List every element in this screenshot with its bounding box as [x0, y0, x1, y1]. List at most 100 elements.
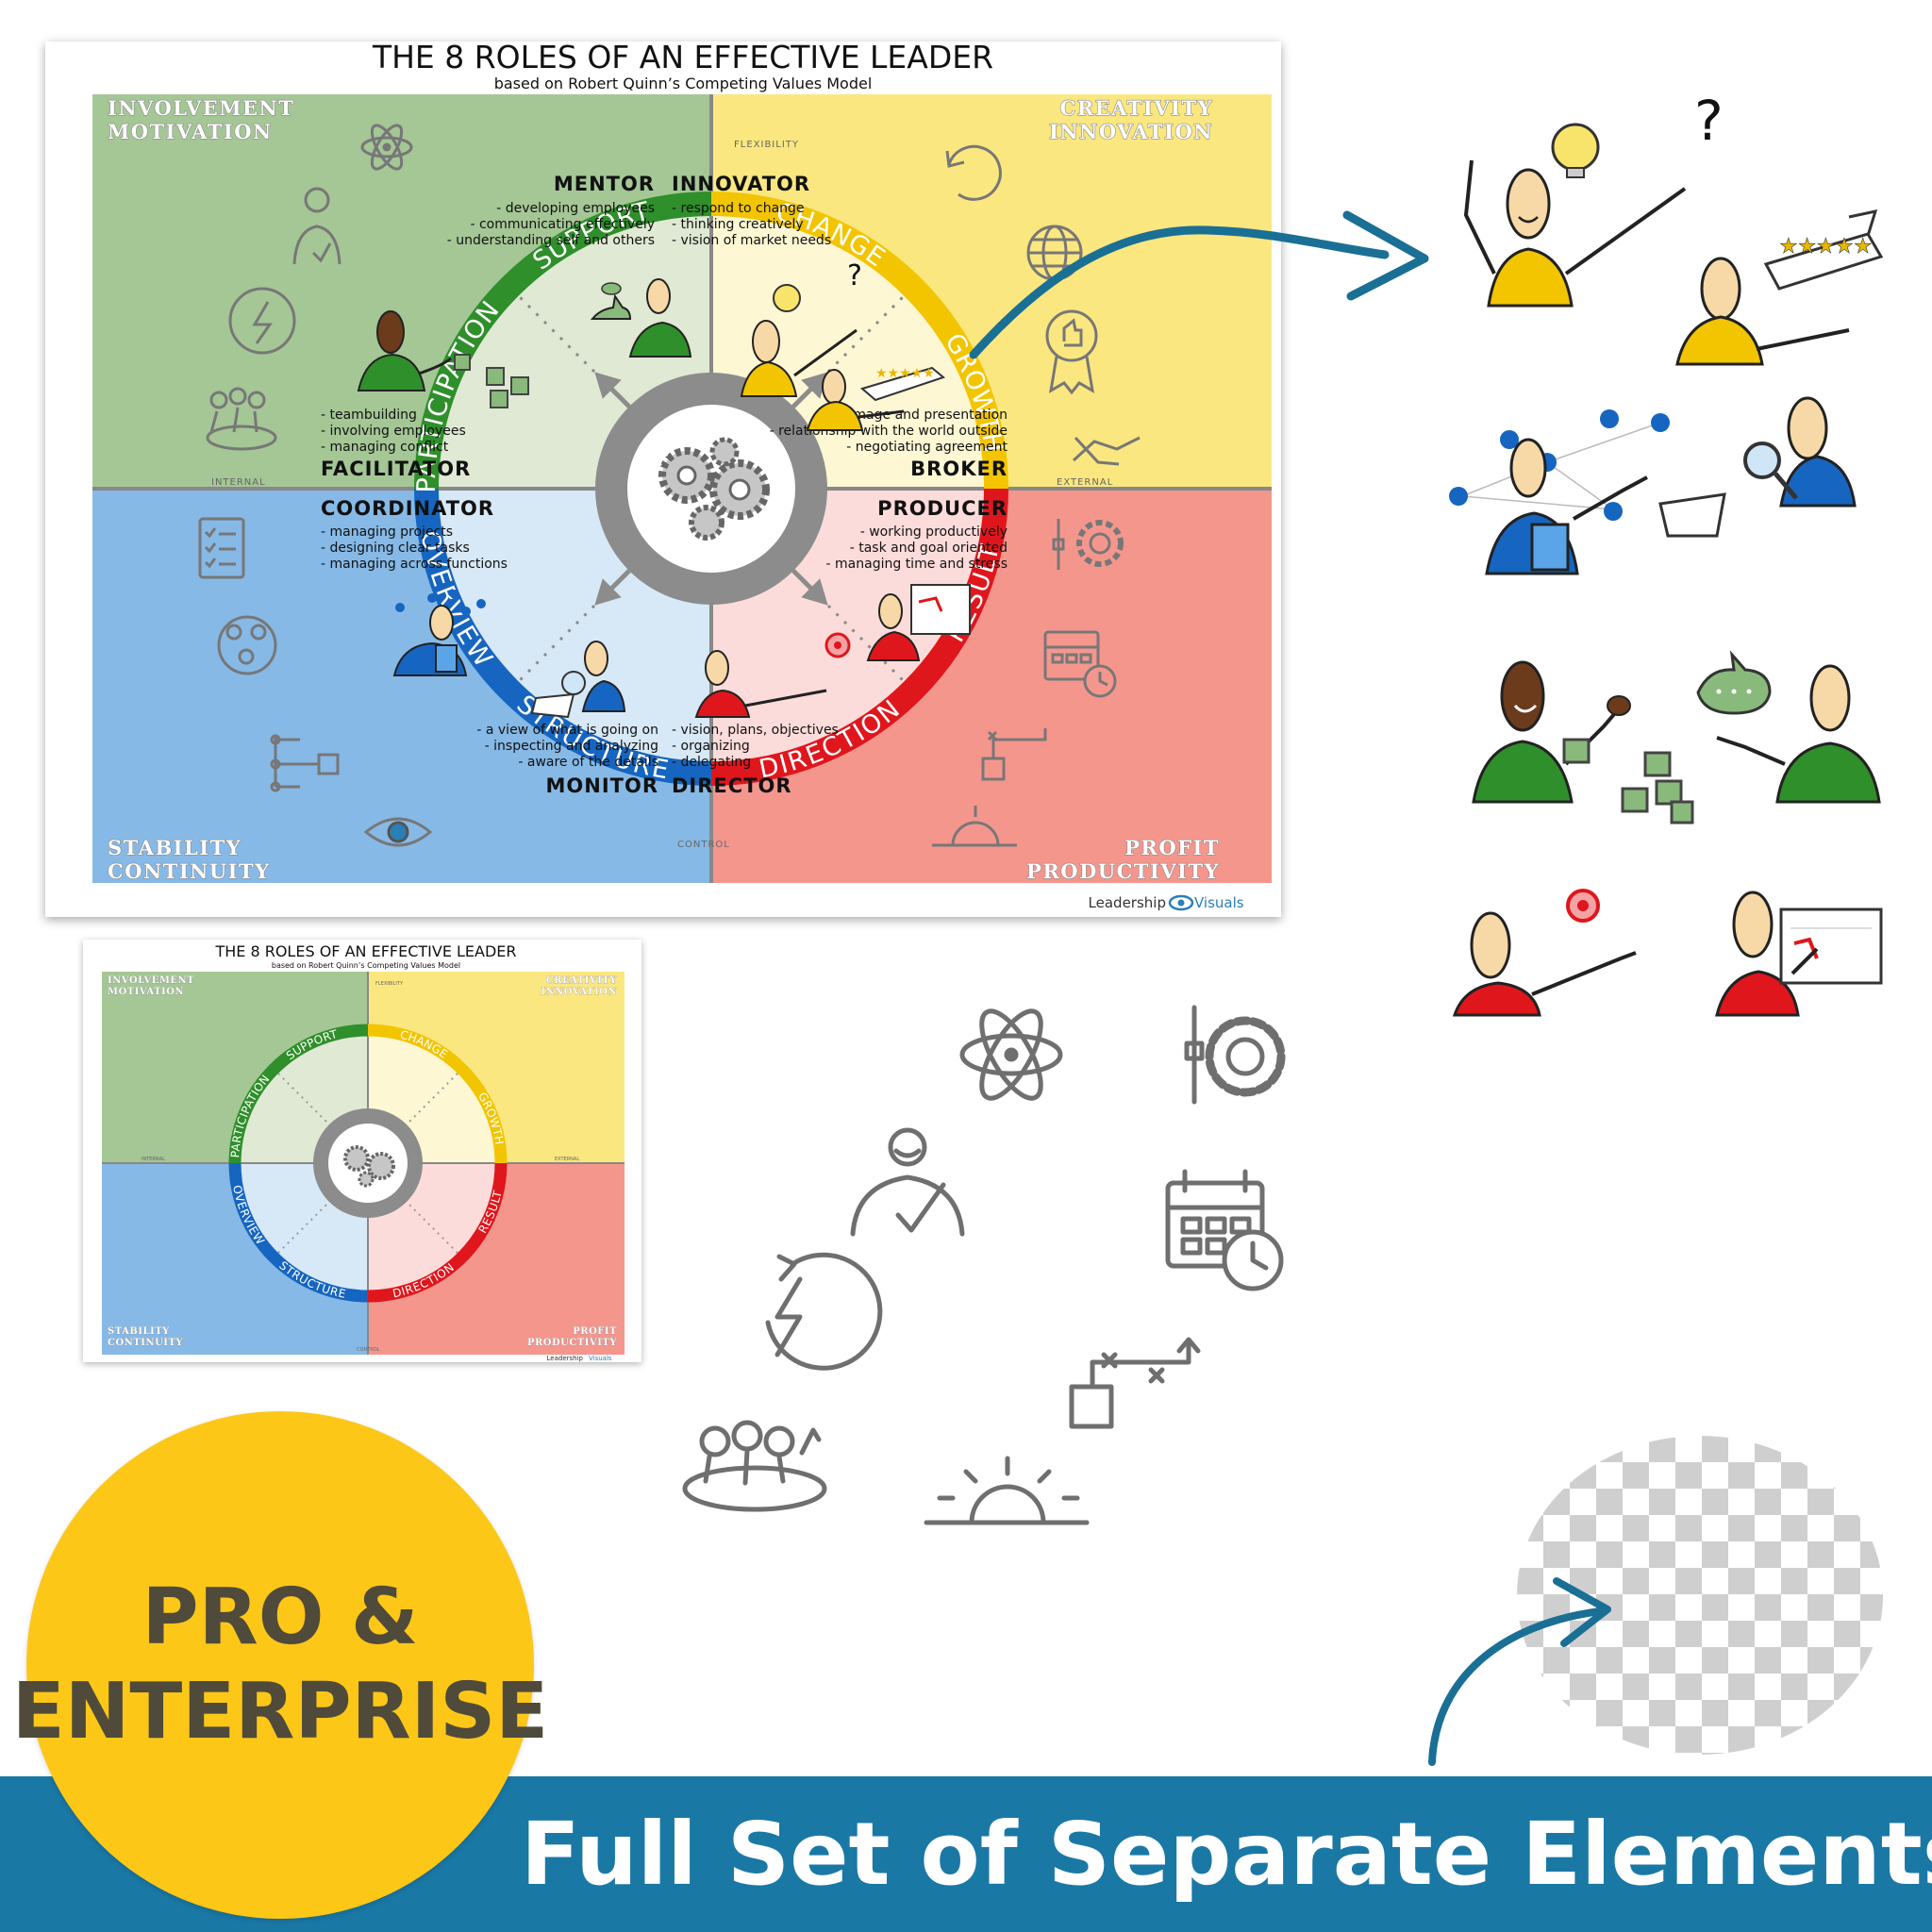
mentor-person-illustration [590, 278, 692, 358]
facilitator-point: - teambuilding [321, 408, 417, 423]
calendar-clock-icon [1043, 630, 1117, 698]
lightning-cycle-icon [228, 287, 296, 355]
hub-arrows [594, 372, 828, 606]
badge-line1: PRO & [142, 1573, 419, 1662]
mini-corner-top-right-2: INNOVATION [541, 987, 617, 997]
monitor-person-illustration [530, 641, 626, 719]
badge-line2: ENTERPRISE [11, 1667, 549, 1757]
mini-poster-subtitle: based on Robert Quinn’s Competing Values… [272, 961, 460, 970]
poster-title: THE 8 ROLES OF AN EFFECTIVE LEADER [372, 42, 993, 75]
mini-corner-bottom-left-2: CONTINUITY [108, 1338, 183, 1348]
mentor-point: - understanding self and others [447, 233, 655, 248]
facilitator-point: - managing conflict [321, 440, 449, 455]
monitor-point: - inspecting and analyzing [485, 739, 658, 754]
innovator-point: - thinking creatively [672, 217, 804, 232]
axis-label-left: INTERNAL [211, 477, 266, 488]
poster-canvas: PARTICIPATION SUPPORT CHANGE GROWTH OVER… [92, 42, 1272, 911]
icons-panel [660, 981, 1358, 1547]
checklist-icon [198, 517, 245, 579]
strategy-play-icon [981, 728, 1047, 781]
corner-bottom-right-line2: PRODUCTIVITY [1026, 859, 1220, 883]
mini-axis-top: FLEXIBILITY [375, 981, 404, 987]
brand-leadership: Leadership [1089, 894, 1166, 911]
producer-point: - working productively [860, 525, 1008, 540]
arrow-to-checker [1415, 1557, 1660, 1783]
director-point: - organizing [672, 739, 750, 754]
innovator-person-illustration: ? [740, 259, 862, 397]
axis-label-right: EXTERNAL [1057, 477, 1113, 488]
mini-corner-bottom-right-2: PRODUCTIVITY [527, 1338, 617, 1348]
broker-figure: ★★★★★ [1675, 208, 1884, 366]
mini-corner-bottom-right-1: PROFIT [573, 1326, 617, 1337]
center-hub: APPLY ROLE NEEDED [595, 373, 827, 605]
mentor-figure [1696, 650, 1881, 804]
broker-point: - image and presentation [841, 408, 1008, 423]
mini-brand-visuals: Visuals [589, 1355, 612, 1362]
ring-red [710, 488, 1008, 786]
axis-label-bottom: CONTROL [677, 840, 730, 850]
producer-point: - task and goal oriented [850, 541, 1008, 556]
atom-icon [959, 1008, 1063, 1101]
corner-top-left-line1: INVOLVEMENT [108, 96, 294, 120]
corner-bottom-left-line1: STABILITY [108, 836, 242, 859]
curved-arrow-icon [969, 210, 1429, 359]
role-title-mentor: MENTOR [554, 173, 655, 195]
main-poster: PARTICIPATION SUPPORT CHANGE GROWTH OVER… [45, 42, 1281, 917]
producer-point: - managing time and stress [826, 557, 1008, 572]
calendar-clock-icon [1165, 1169, 1284, 1291]
footer-headline: Full Set of Separate Elements [521, 1804, 1932, 1905]
innovator-figure: ? [1463, 89, 1724, 308]
arrow-to-figures [962, 132, 1453, 368]
mini-corner-top-left-1: INVOLVEMENT [108, 975, 194, 986]
producer-person-illustration [866, 584, 971, 661]
mini-axis-left: INTERNAL [142, 1157, 165, 1162]
mini-poster-title: THE 8 ROLES OF AN EFFECTIVE LEADER [214, 942, 516, 960]
corner-top-right-line1: CREATIVITY [1059, 96, 1213, 120]
director-point: - delegating [672, 755, 751, 770]
mini-corner-top-left-2: MOTIVATION [108, 987, 184, 997]
mini-axis-bottom: CONTROL [357, 1347, 380, 1353]
mini-poster-canvas: PARTICIPATION SUPPORT CHANGE GROWTH OVER… [102, 942, 625, 1362]
coordinator-point: - designing clear tasks [321, 541, 470, 556]
mini-axis-right: EXTERNAL [555, 1157, 579, 1162]
producer-figure [1715, 891, 1883, 1017]
mini-center-hub [313, 1108, 423, 1218]
coordinator-figure [1449, 409, 1670, 575]
role-title-facilitator: FACILITATOR [321, 458, 471, 480]
monitor-point: - a view of what is going on [476, 723, 658, 738]
team-icon [206, 387, 277, 451]
mini-brand-leadership: Leadership [547, 1355, 584, 1362]
coordinator-point: - managing projects [321, 525, 453, 540]
mini-poster: PARTICIPATION SUPPORT CHANGE GROWTH OVER… [83, 940, 641, 1362]
innovator-point: - respond to change [672, 201, 805, 216]
monitor-figure [1658, 396, 1857, 538]
axis-label-top: FLEXIBILITY [734, 140, 799, 150]
ring-blue [414, 488, 712, 786]
strategy-play-icon [1069, 1337, 1201, 1429]
settings-slider-icon [1052, 519, 1124, 570]
corner-top-left-line2: MOTIVATION [108, 120, 273, 143]
svg-text:★★★★★: ★★★★★ [875, 366, 935, 381]
corner-bottom-left-line2: CONTINUITY [108, 859, 271, 883]
ring-green [414, 192, 712, 490]
mini-corner-bottom-left-1: STABILITY [108, 1326, 170, 1337]
role-title-broker: BROKER [910, 458, 1008, 480]
person-check-icon [850, 1127, 965, 1237]
hierarchy-icon [270, 734, 340, 792]
role-title-director: DIRECTOR [672, 774, 792, 797]
sunrise-icon [932, 806, 1017, 847]
curved-arrow-icon [1428, 1577, 1611, 1766]
gears-icon [658, 437, 770, 541]
coordinator-point: - managing across functions [321, 557, 508, 572]
facilitator-person-illustration [357, 310, 529, 408]
sunrise-icon [924, 1456, 1090, 1525]
corner-top-right-line2: INNOVATION [1049, 120, 1213, 143]
director-point: - vision, plans, objectives [672, 723, 839, 738]
role-title-monitor: MONITOR [546, 774, 659, 797]
refresh-cycle-icon [945, 144, 1002, 201]
handshake-icon [1072, 436, 1141, 466]
facilitator-point: - involving employees [321, 424, 466, 439]
award-thumbs-up-icon [1045, 309, 1098, 395]
role-title-producer: PRODUCER [877, 497, 1008, 520]
broker-point: - negotiating agreement [846, 440, 1008, 455]
